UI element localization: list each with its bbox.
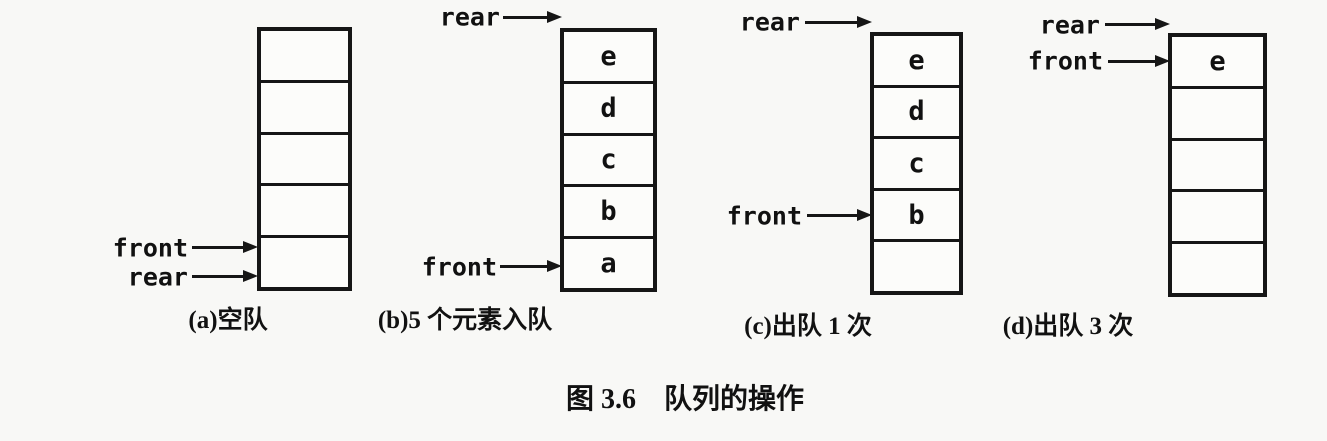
queue-cell: d bbox=[874, 84, 959, 137]
rear-pointer-label: rear bbox=[127, 262, 188, 292]
diagram-caption: (c)出队 1 次 bbox=[744, 313, 872, 340]
rear-arrow-icon bbox=[503, 11, 562, 23]
diagram-caption: (a)空队 bbox=[188, 307, 268, 334]
diagram-caption: (b)5 个元素入队 bbox=[377, 307, 553, 334]
rear-arrow-icon bbox=[192, 270, 258, 282]
front-pointer-label: front bbox=[112, 233, 188, 263]
front-pointer-label: front bbox=[726, 201, 802, 231]
rear-pointer-label: rear bbox=[439, 2, 500, 32]
queue-cell bbox=[874, 239, 959, 291]
queue-cell: c bbox=[874, 136, 959, 188]
front-arrow-icon bbox=[192, 241, 258, 253]
diagram-caption: (d)出队 3 次 bbox=[1002, 313, 1134, 340]
queue-cell: c bbox=[564, 132, 653, 185]
queue-box bbox=[257, 27, 352, 291]
queue-cell: b bbox=[564, 184, 653, 236]
queue-cell: e bbox=[908, 44, 925, 76]
front-pointer-label: front bbox=[1027, 46, 1103, 76]
front-arrow-icon bbox=[1108, 55, 1170, 67]
queue-cell bbox=[261, 235, 348, 287]
queue-cell bbox=[261, 183, 348, 235]
front-arrow-icon bbox=[500, 260, 562, 272]
queue-cell bbox=[1172, 137, 1263, 190]
front-arrow-icon bbox=[807, 209, 872, 221]
queue-box: e d c b bbox=[870, 32, 963, 295]
queue-box: e bbox=[1168, 33, 1267, 297]
queue-cell: e bbox=[600, 40, 617, 72]
queue-cell: b bbox=[874, 187, 959, 240]
queue-cell bbox=[261, 31, 348, 80]
rear-pointer-label: rear bbox=[739, 7, 800, 37]
front-pointer-label: front bbox=[421, 252, 497, 282]
rear-arrow-icon bbox=[805, 16, 872, 28]
queue-cell bbox=[261, 79, 348, 132]
figure-caption: 图 3.6 队列的操作 bbox=[565, 384, 805, 415]
queue-cell bbox=[1172, 189, 1263, 241]
queue-cell: d bbox=[564, 80, 653, 133]
queue-cell: e bbox=[1209, 45, 1226, 77]
queue-cell bbox=[261, 131, 348, 184]
queue-cell: a bbox=[564, 236, 653, 288]
queue-cell bbox=[1172, 85, 1263, 138]
queue-cell bbox=[1172, 241, 1263, 293]
rear-arrow-icon bbox=[1105, 18, 1170, 30]
queue-box: e d c b a bbox=[560, 28, 657, 292]
rear-pointer-label: rear bbox=[1039, 10, 1100, 40]
